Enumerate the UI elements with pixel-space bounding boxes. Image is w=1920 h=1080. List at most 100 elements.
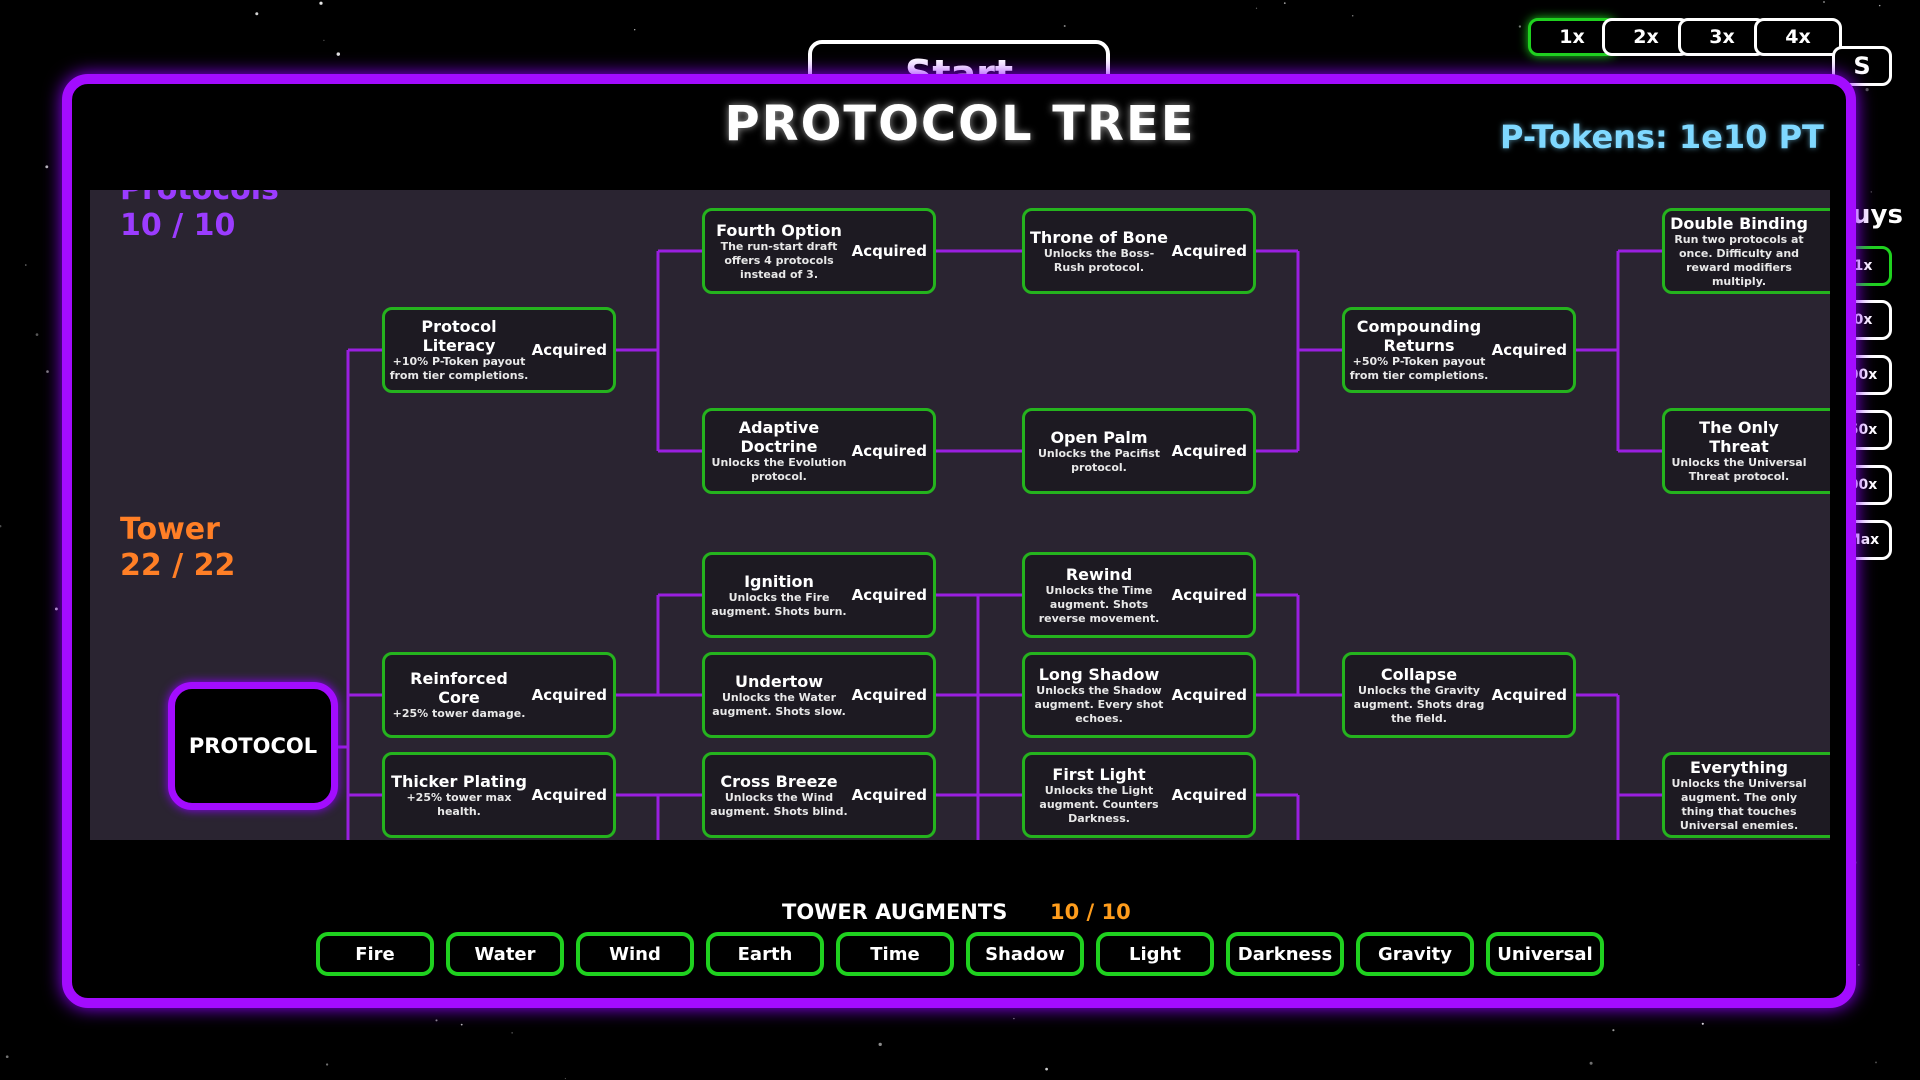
augment-button-wind[interactable]: Wind xyxy=(576,932,694,976)
star xyxy=(1045,1067,1048,1071)
node-description: Unlocks the Wind augment. Shots blind. xyxy=(710,790,848,818)
node-description: Unlocks the Time augment. Shots reverse … xyxy=(1038,583,1160,625)
protocol-tree-view[interactable]: Protocols 10 / 10 Tower 22 / 22 PROTOCOL… xyxy=(90,190,1830,840)
node-title: Protocol Literacy xyxy=(421,317,497,355)
augment-button-shadow[interactable]: Shadow xyxy=(966,932,1084,976)
root-node-protocol[interactable]: PROTOCOL xyxy=(168,682,338,810)
node-title: Open Palm xyxy=(1050,427,1148,447)
star xyxy=(1701,1022,1704,1025)
node-title: Double Binding xyxy=(1670,213,1808,233)
node-description: Unlocks the Shadow augment. Every shot e… xyxy=(1034,683,1164,725)
p-tokens-counter: P-Tokens: 1e10 PT xyxy=(1500,118,1824,156)
star xyxy=(46,370,49,373)
node-status: Acquired xyxy=(1171,786,1247,804)
star xyxy=(435,1019,438,1022)
speed-2x-button[interactable]: 2x xyxy=(1602,18,1690,56)
augment-button-water[interactable]: Water xyxy=(446,932,564,976)
speed-3x-button[interactable]: 3x xyxy=(1678,18,1766,56)
node-title: Long Shadow xyxy=(1038,664,1160,684)
star xyxy=(319,1,323,5)
node-title: Compounding Returns xyxy=(1356,317,1482,355)
node-description: +50% P-Token payout from tier completion… xyxy=(1349,355,1489,382)
node-description: The run-start draft offers 4 protocols i… xyxy=(720,239,838,281)
augment-button-light[interactable]: Light xyxy=(1096,932,1214,976)
node-description: Unlocks the Universal augment. The only … xyxy=(1671,776,1807,832)
tree-node[interactable]: Protocol Literacy+10% P-Token payout fro… xyxy=(382,307,616,393)
node-text: Reinforced Core+25% tower damage. xyxy=(389,655,529,735)
tree-node[interactable]: Compounding Returns+50% P-Token payout f… xyxy=(1342,307,1576,393)
node-title: Fourth Option xyxy=(716,220,842,240)
node-title: Undertow xyxy=(735,671,823,691)
panel-title: PROTOCOL TREE xyxy=(724,96,1196,152)
node-description: Unlocks the Gravity augment. Shots drag … xyxy=(1353,683,1485,725)
category-tower-name: Tower xyxy=(120,512,220,547)
node-text: Thicker Plating+25% tower max health. xyxy=(389,755,529,835)
node-title: Thicker Plating xyxy=(391,771,527,791)
star xyxy=(1518,25,1522,28)
node-description: +25% tower max health. xyxy=(406,790,512,818)
node-title: First Light xyxy=(1052,764,1146,784)
star xyxy=(0,525,2,528)
node-description: Unlocks the Pacifist protocol. xyxy=(1037,446,1161,474)
star xyxy=(1875,1061,1877,1064)
star xyxy=(45,165,49,169)
node-description: Unlocks the Universal Threat protocol. xyxy=(1671,456,1807,483)
star xyxy=(1063,25,1066,27)
augment-button-darkness[interactable]: Darkness xyxy=(1226,932,1344,976)
node-description: +10% P-Token payout from tier completion… xyxy=(389,355,529,382)
node-status: Acquired xyxy=(531,686,607,704)
node-status: Acquired xyxy=(1171,442,1247,460)
augment-button-fire[interactable]: Fire xyxy=(316,932,434,976)
node-description: Unlocks the Light augment. Counters Dark… xyxy=(1039,783,1159,825)
node-status: Acquired xyxy=(1491,341,1567,359)
node-text: Protocol Literacy+10% P-Token payout fro… xyxy=(389,310,529,390)
star xyxy=(1823,1,1825,3)
star xyxy=(1878,4,1881,7)
node-title: Rewind xyxy=(1065,564,1133,584)
star xyxy=(1351,15,1354,17)
node-description: Unlocks the Evolution protocol. xyxy=(711,456,847,483)
tree-node[interactable]: Thicker Plating+25% tower max health.Acq… xyxy=(382,752,616,838)
augment-button-universal[interactable]: Universal xyxy=(1486,932,1604,976)
star xyxy=(1870,191,1873,193)
augment-button-gravity[interactable]: Gravity xyxy=(1356,932,1474,976)
tower-augments-count: 10 / 10 xyxy=(1050,900,1131,924)
speed-1x-button[interactable]: 1x xyxy=(1528,18,1616,56)
node-status: Acquired xyxy=(1171,686,1247,704)
star xyxy=(35,333,39,336)
star xyxy=(5,1055,9,1059)
node-title: Collapse xyxy=(1380,664,1458,684)
node-status: Acquired xyxy=(1171,242,1247,260)
node-text: Compounding Returns+50% P-Token payout f… xyxy=(1349,310,1489,390)
star xyxy=(54,607,58,611)
tree-node[interactable]: Reinforced Core+25% tower damage.Acquire… xyxy=(382,652,616,738)
star xyxy=(1865,88,1869,92)
star xyxy=(25,264,27,266)
star xyxy=(1255,7,1258,9)
augment-button-earth[interactable]: Earth xyxy=(706,932,824,976)
star xyxy=(323,39,325,42)
speed-4x-button[interactable]: 4x xyxy=(1754,18,1842,56)
augment-button-time[interactable]: Time xyxy=(836,932,954,976)
